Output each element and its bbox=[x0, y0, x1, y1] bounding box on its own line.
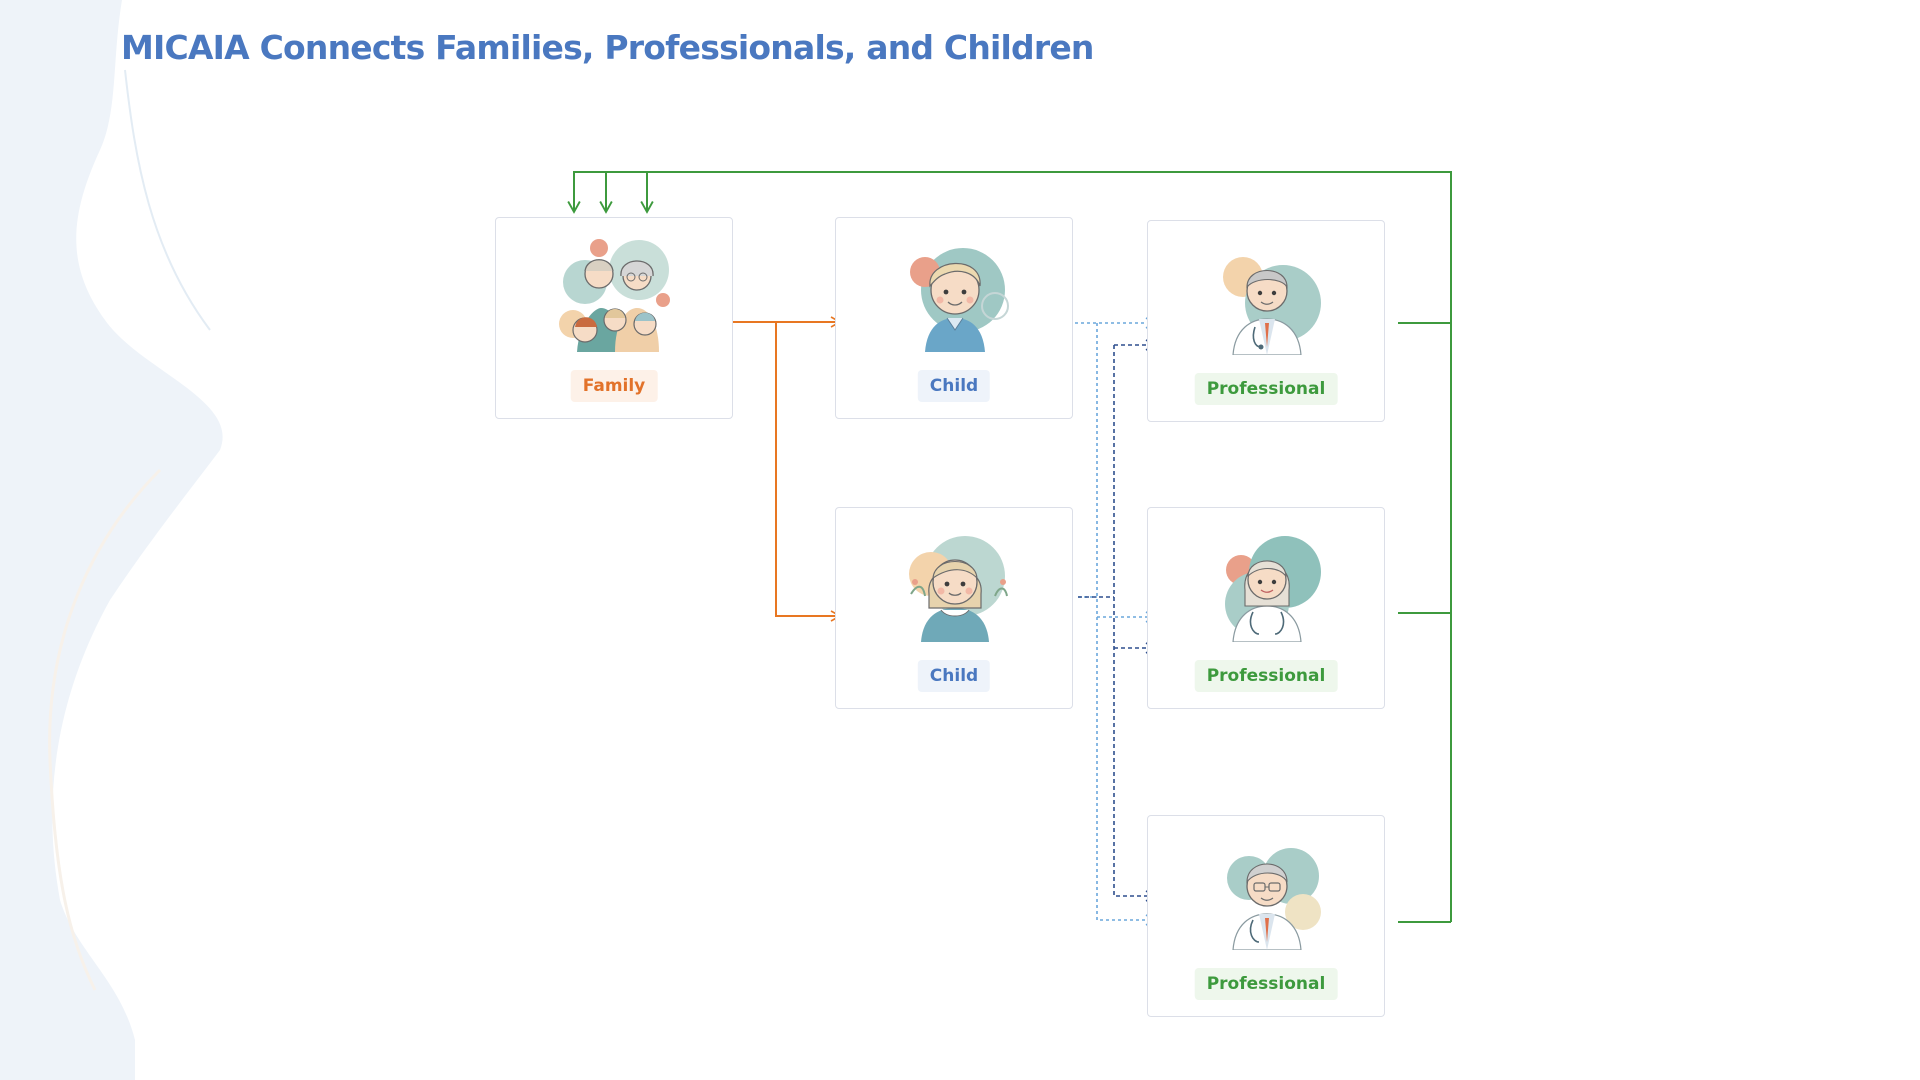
child-to-professional-dark-connector bbox=[1078, 339, 1157, 902]
background-wave bbox=[0, 0, 223, 1080]
professional-card-3[interactable]: Professional bbox=[1147, 815, 1385, 1017]
professional-label-2: Professional bbox=[1194, 660, 1338, 692]
page-title: MICAIA Connects Families, Professionals,… bbox=[121, 28, 1094, 67]
professional-card-2[interactable]: Professional bbox=[1147, 507, 1385, 709]
child-label-2: Child bbox=[917, 660, 991, 692]
family-illustration-icon bbox=[559, 239, 670, 352]
professional-to-family-connector bbox=[567, 171, 1452, 923]
family-card[interactable]: Family bbox=[495, 217, 733, 419]
child-label-1: Child bbox=[917, 370, 991, 402]
child-to-professional-light-connector bbox=[1075, 317, 1157, 926]
family-label: Family bbox=[570, 370, 658, 402]
doctor-with-glasses-illustration-icon bbox=[1227, 848, 1321, 950]
child-card-2[interactable]: Child bbox=[835, 507, 1073, 709]
family-to-children-connector bbox=[733, 316, 842, 622]
professional-card-1[interactable]: Professional bbox=[1147, 220, 1385, 422]
doctor-illustration-icon bbox=[1223, 257, 1321, 355]
professional-label-1: Professional bbox=[1194, 373, 1338, 405]
girl-illustration-icon bbox=[909, 536, 1008, 642]
female-doctor-illustration-icon bbox=[1225, 536, 1321, 642]
professional-label-3: Professional bbox=[1194, 968, 1338, 1000]
child-card-1[interactable]: Child bbox=[835, 217, 1073, 419]
boy-illustration-icon bbox=[910, 248, 1009, 352]
